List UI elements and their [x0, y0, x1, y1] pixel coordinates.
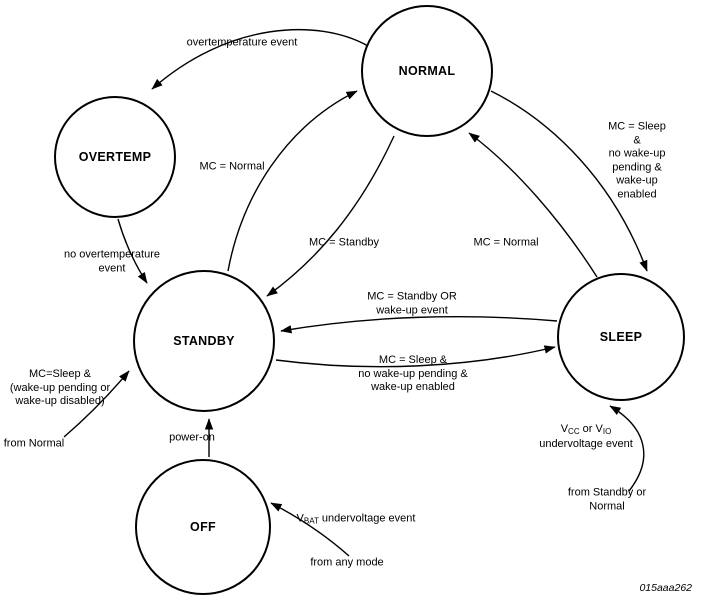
edge-label-mc-standby-or-wakeup: MC = Standby OR wake-up event	[367, 290, 457, 317]
state-normal: NORMAL	[361, 5, 493, 137]
vbat-subscript: BAT	[303, 516, 319, 525]
edge-label-no-overtemperature-event: no overtemperature event	[64, 248, 160, 275]
state-off-label: OFF	[190, 520, 216, 534]
edge-label-overtemperature-event: overtemperature event	[186, 36, 298, 49]
vbat-rest: undervoltage event	[318, 512, 416, 524]
vcc-prefix: V	[560, 422, 569, 435]
edge-label-from-normal: from Normal	[3, 437, 65, 450]
state-standby-label: STANDBY	[173, 334, 235, 348]
vio-prefix: or V	[579, 422, 603, 435]
edge-label-vbat-undervoltage: VBAT undervoltage event	[297, 499, 416, 528]
edge-label-mc-standby: MC = Standby	[308, 236, 380, 249]
state-sleep: SLEEP	[557, 273, 685, 401]
vcc-subscript: CC	[568, 426, 580, 436]
edge-label-mc-sleep-middle: MC = Sleep & no wake-up pending & wake-u…	[358, 353, 468, 393]
edge-normal-to-standby	[266, 135, 395, 297]
edge-label-from-standby-or-normal: from Standby or Normal	[567, 486, 647, 513]
edge-label-from-any-mode: from any mode	[310, 556, 384, 569]
figure-id: 015aaa262	[639, 582, 692, 594]
edge-label-mc-sleep-pending: MC=Sleep & (wake-up pending or wake-up d…	[9, 367, 111, 407]
edge-sleep-to-standby	[280, 315, 558, 334]
vcc-vio-rest: undervoltage event	[539, 437, 633, 450]
state-overtemp: OVERTEMP	[54, 96, 176, 218]
state-standby: STANDBY	[133, 270, 275, 412]
edge-label-mc-normal-right: MC = Normal	[473, 236, 539, 249]
state-normal-label: NORMAL	[398, 64, 456, 78]
edge-label-vcc-vio-undervoltage: VCC or VIO undervoltage event	[529, 409, 644, 452]
state-off: OFF	[135, 459, 271, 595]
edge-label-mc-sleep-right: MC = Sleep & no wake-up pending & wake-u…	[608, 120, 666, 201]
edge-label-power-on: power-on	[169, 431, 215, 444]
edge-sleep-to-normal	[468, 132, 598, 278]
vio-subscript: IO	[602, 426, 612, 436]
state-overtemp-label: OVERTEMP	[78, 150, 152, 164]
state-sleep-label: SLEEP	[599, 330, 643, 344]
edge-label-mc-normal-left: MC = Normal	[199, 160, 265, 173]
